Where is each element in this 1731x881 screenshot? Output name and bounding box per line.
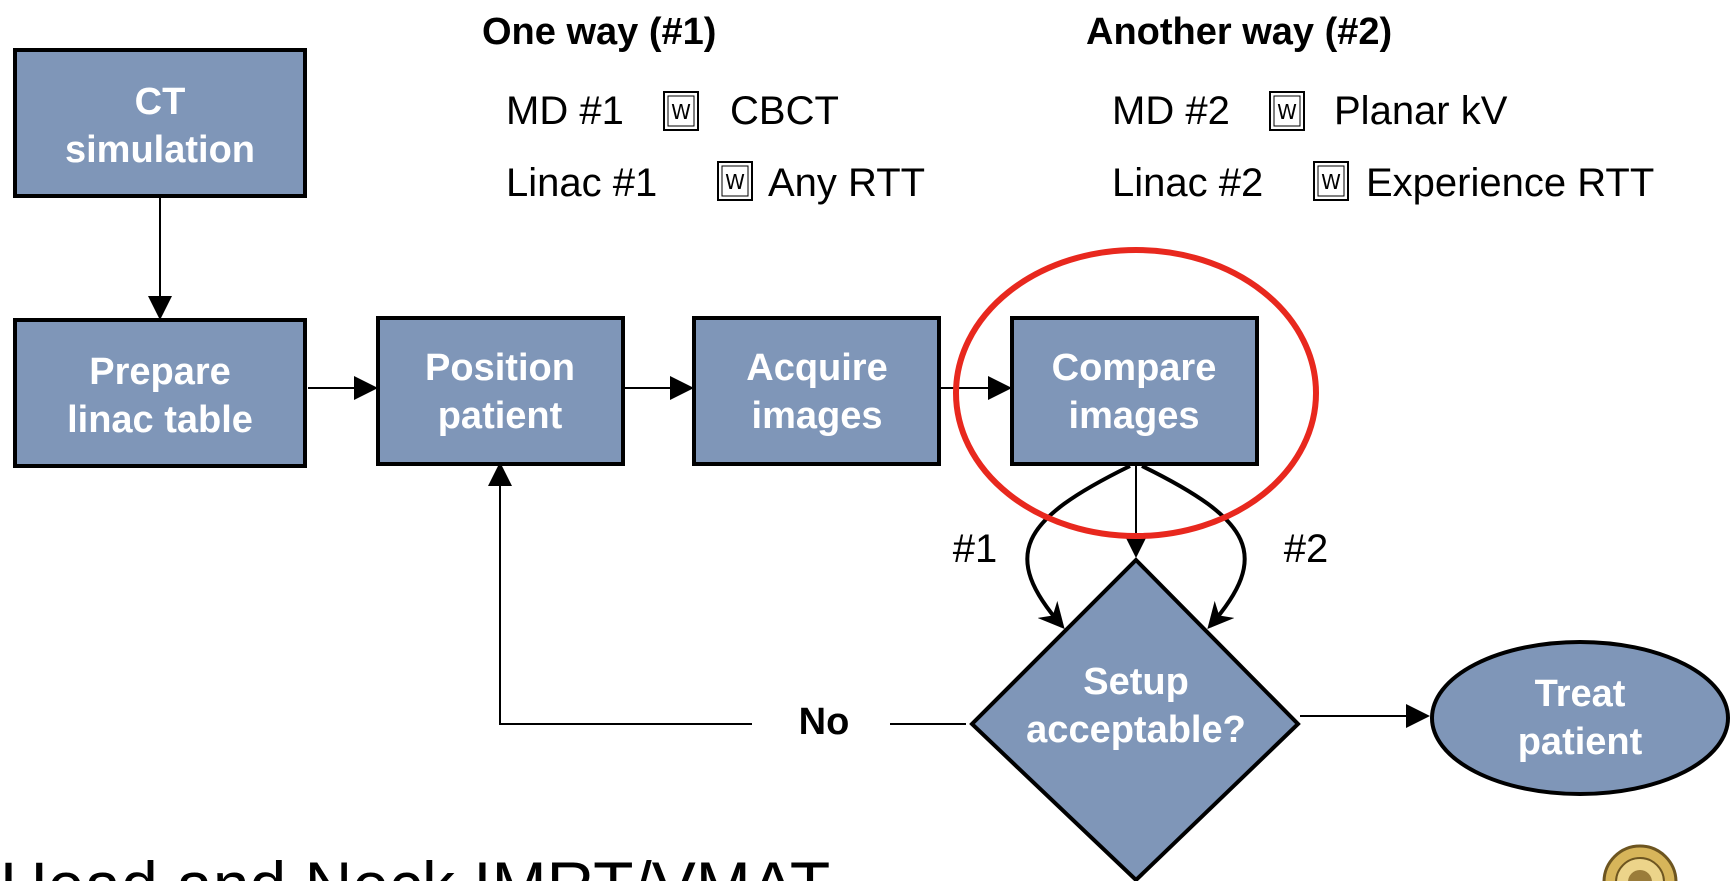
ct-simulation-line2: simulation bbox=[65, 129, 255, 171]
setup-line1: Setup bbox=[1083, 661, 1189, 703]
acquire-images-box bbox=[692, 316, 941, 466]
node-treat-patient: Treat patient bbox=[1430, 640, 1730, 796]
position-patient-box bbox=[376, 316, 625, 466]
path-1-curve bbox=[1025, 464, 1131, 630]
svg-text:W: W bbox=[1321, 170, 1341, 194]
another-way-row1-left: MD #2 bbox=[1112, 89, 1230, 133]
stamp-icon: W bbox=[663, 91, 699, 131]
node-ct-simulation: CT simulation bbox=[13, 48, 307, 198]
one-way-row2-left: Linac #1 bbox=[506, 161, 657, 205]
stamp-icon: W bbox=[1313, 161, 1349, 201]
highlight-ring bbox=[953, 247, 1319, 539]
compare-line1: Compare bbox=[1052, 347, 1217, 389]
acquire-line2: images bbox=[752, 395, 883, 437]
svg-text:W: W bbox=[725, 170, 745, 194]
seal-icon bbox=[1602, 844, 1678, 881]
treat-line2: patient bbox=[1518, 721, 1643, 763]
treat-line1: Treat bbox=[1535, 673, 1626, 715]
no-label: No bbox=[799, 701, 850, 743]
path-2-curve bbox=[1141, 464, 1247, 630]
prepare-line1: Prepare bbox=[89, 351, 231, 393]
position-line1: Position bbox=[425, 347, 575, 389]
ct-simulation-box bbox=[13, 48, 307, 198]
compare-line2: images bbox=[1069, 395, 1200, 437]
node-position-patient: Position patient bbox=[376, 316, 625, 466]
path-2-label: #2 bbox=[1284, 527, 1329, 571]
compare-images-box bbox=[1010, 316, 1259, 466]
stamp-icon: W bbox=[1269, 91, 1305, 131]
acquire-line1: Acquire bbox=[746, 347, 887, 389]
setup-acceptable-diamond bbox=[969, 557, 1301, 881]
position-line2: patient bbox=[438, 395, 563, 437]
svg-text:W: W bbox=[1277, 100, 1297, 124]
node-acquire-images: Acquire images bbox=[692, 316, 941, 466]
path-1-label: #1 bbox=[953, 527, 998, 571]
node-prepare-linac-table: Prepare linac table bbox=[13, 318, 307, 468]
another-way-row2-left: Linac #2 bbox=[1112, 161, 1263, 205]
prepare-linac-table-box bbox=[13, 318, 307, 468]
one-way-heading: One way (#1) bbox=[482, 11, 716, 53]
svg-text:W: W bbox=[671, 100, 691, 124]
another-way-row2-right: Experience RTT bbox=[1366, 161, 1654, 205]
setup-line2: acceptable? bbox=[1026, 709, 1246, 751]
footer-title: Head and Neck IMRT/VMAT bbox=[0, 848, 830, 881]
ct-simulation-line1: CT bbox=[135, 81, 186, 123]
one-way-row2-right: Any RTT bbox=[768, 161, 925, 205]
node-compare-images: Compare images bbox=[1010, 316, 1259, 466]
treat-patient-ellipse bbox=[1430, 640, 1730, 796]
another-way-heading: Another way (#2) bbox=[1086, 11, 1392, 53]
connector-no-loop-back bbox=[488, 462, 752, 725]
one-way-row1-left: MD #1 bbox=[506, 89, 624, 133]
prepare-line2: linac table bbox=[67, 399, 253, 441]
stamp-icon: W bbox=[717, 161, 753, 201]
another-way-row1-right: Planar kV bbox=[1334, 89, 1508, 133]
one-way-row1-right: CBCT bbox=[730, 89, 839, 133]
node-setup-acceptable: Setup acceptable? bbox=[969, 557, 1301, 881]
